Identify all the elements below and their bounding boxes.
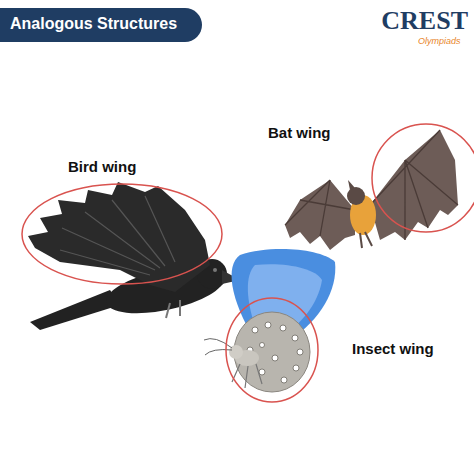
part-label: Bat wing [268, 124, 331, 141]
logo-subtext: Olympiads [418, 36, 461, 46]
title-text: Analogous Structures [10, 15, 177, 33]
butterfly-figure [204, 249, 335, 392]
part-label: Insect wing [352, 340, 434, 357]
logo-text: CREST [381, 6, 468, 36]
crow-figure [28, 182, 240, 330]
part-label: Bird wing [68, 158, 136, 175]
